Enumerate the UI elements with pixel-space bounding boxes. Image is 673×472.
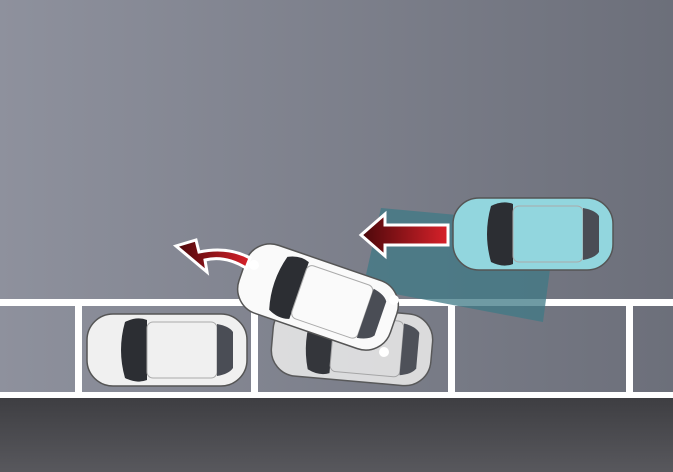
reverse-direction-arrow-icon — [172, 238, 252, 276]
traffic-direction-arrow-icon — [358, 210, 450, 260]
approaching-car — [452, 197, 614, 271]
parked-car-left — [86, 313, 248, 387]
collision-spark-icons — [249, 260, 399, 357]
road — [0, 398, 673, 472]
